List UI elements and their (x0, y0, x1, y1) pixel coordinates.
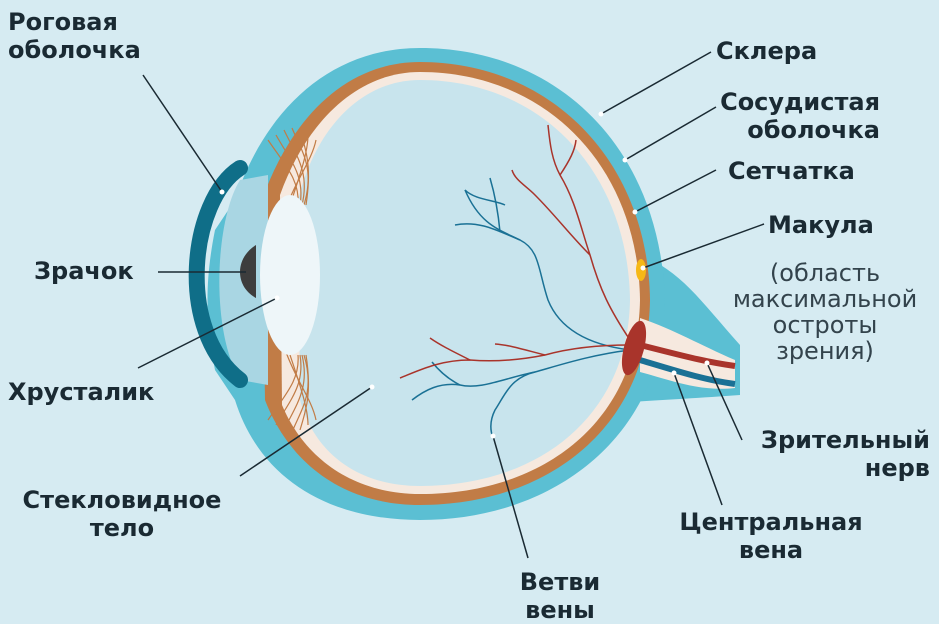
label-choroid-line2: оболочка (700, 116, 880, 144)
label-vein-branches: Ветви вены (500, 568, 620, 624)
leader-retina (635, 170, 716, 212)
label-choroid-line1: Сосудистая (700, 88, 880, 116)
leader-cornea (143, 75, 222, 192)
label-sclera: Склера (716, 37, 817, 65)
label-central-vein-line1: Центральная (676, 508, 866, 536)
macula-note-line3: остроты (715, 312, 935, 338)
label-vein-branches-line1: Ветви (500, 568, 620, 596)
label-optic-nerve-line2: нерв (740, 454, 930, 482)
label-central-vein: Центральная вена (676, 508, 866, 564)
leader-sclera (601, 52, 711, 114)
label-cornea-line1: Роговая (8, 8, 141, 36)
label-optic-nerve: Зрительный нерв (740, 426, 930, 482)
label-vitreous-line1: Стекловидное (22, 486, 222, 514)
label-vitreous: Стекловидное тело (22, 486, 222, 542)
label-macula: Макула (768, 211, 874, 239)
lens-shape (260, 195, 320, 355)
label-cornea-line2: оболочка (8, 36, 141, 64)
label-retina: Сетчатка (728, 157, 855, 185)
label-vein-branches-line2: вены (500, 596, 620, 624)
label-vitreous-line2: тело (22, 514, 222, 542)
label-lens: Хрусталик (8, 378, 154, 406)
label-optic-nerve-line1: Зрительный (740, 426, 930, 454)
macula-note: (область максимальной остроты зрения) (715, 260, 935, 364)
label-pupil: Зрачок (34, 257, 134, 285)
macula-note-line1: (область (715, 260, 935, 286)
macula-note-line4: зрения) (715, 338, 935, 364)
label-choroid: Сосудистая оболочка (700, 88, 880, 144)
label-cornea: Роговая оболочка (8, 8, 141, 64)
macula-note-line2: максимальной (715, 286, 935, 312)
label-central-vein-line2: вена (676, 536, 866, 564)
